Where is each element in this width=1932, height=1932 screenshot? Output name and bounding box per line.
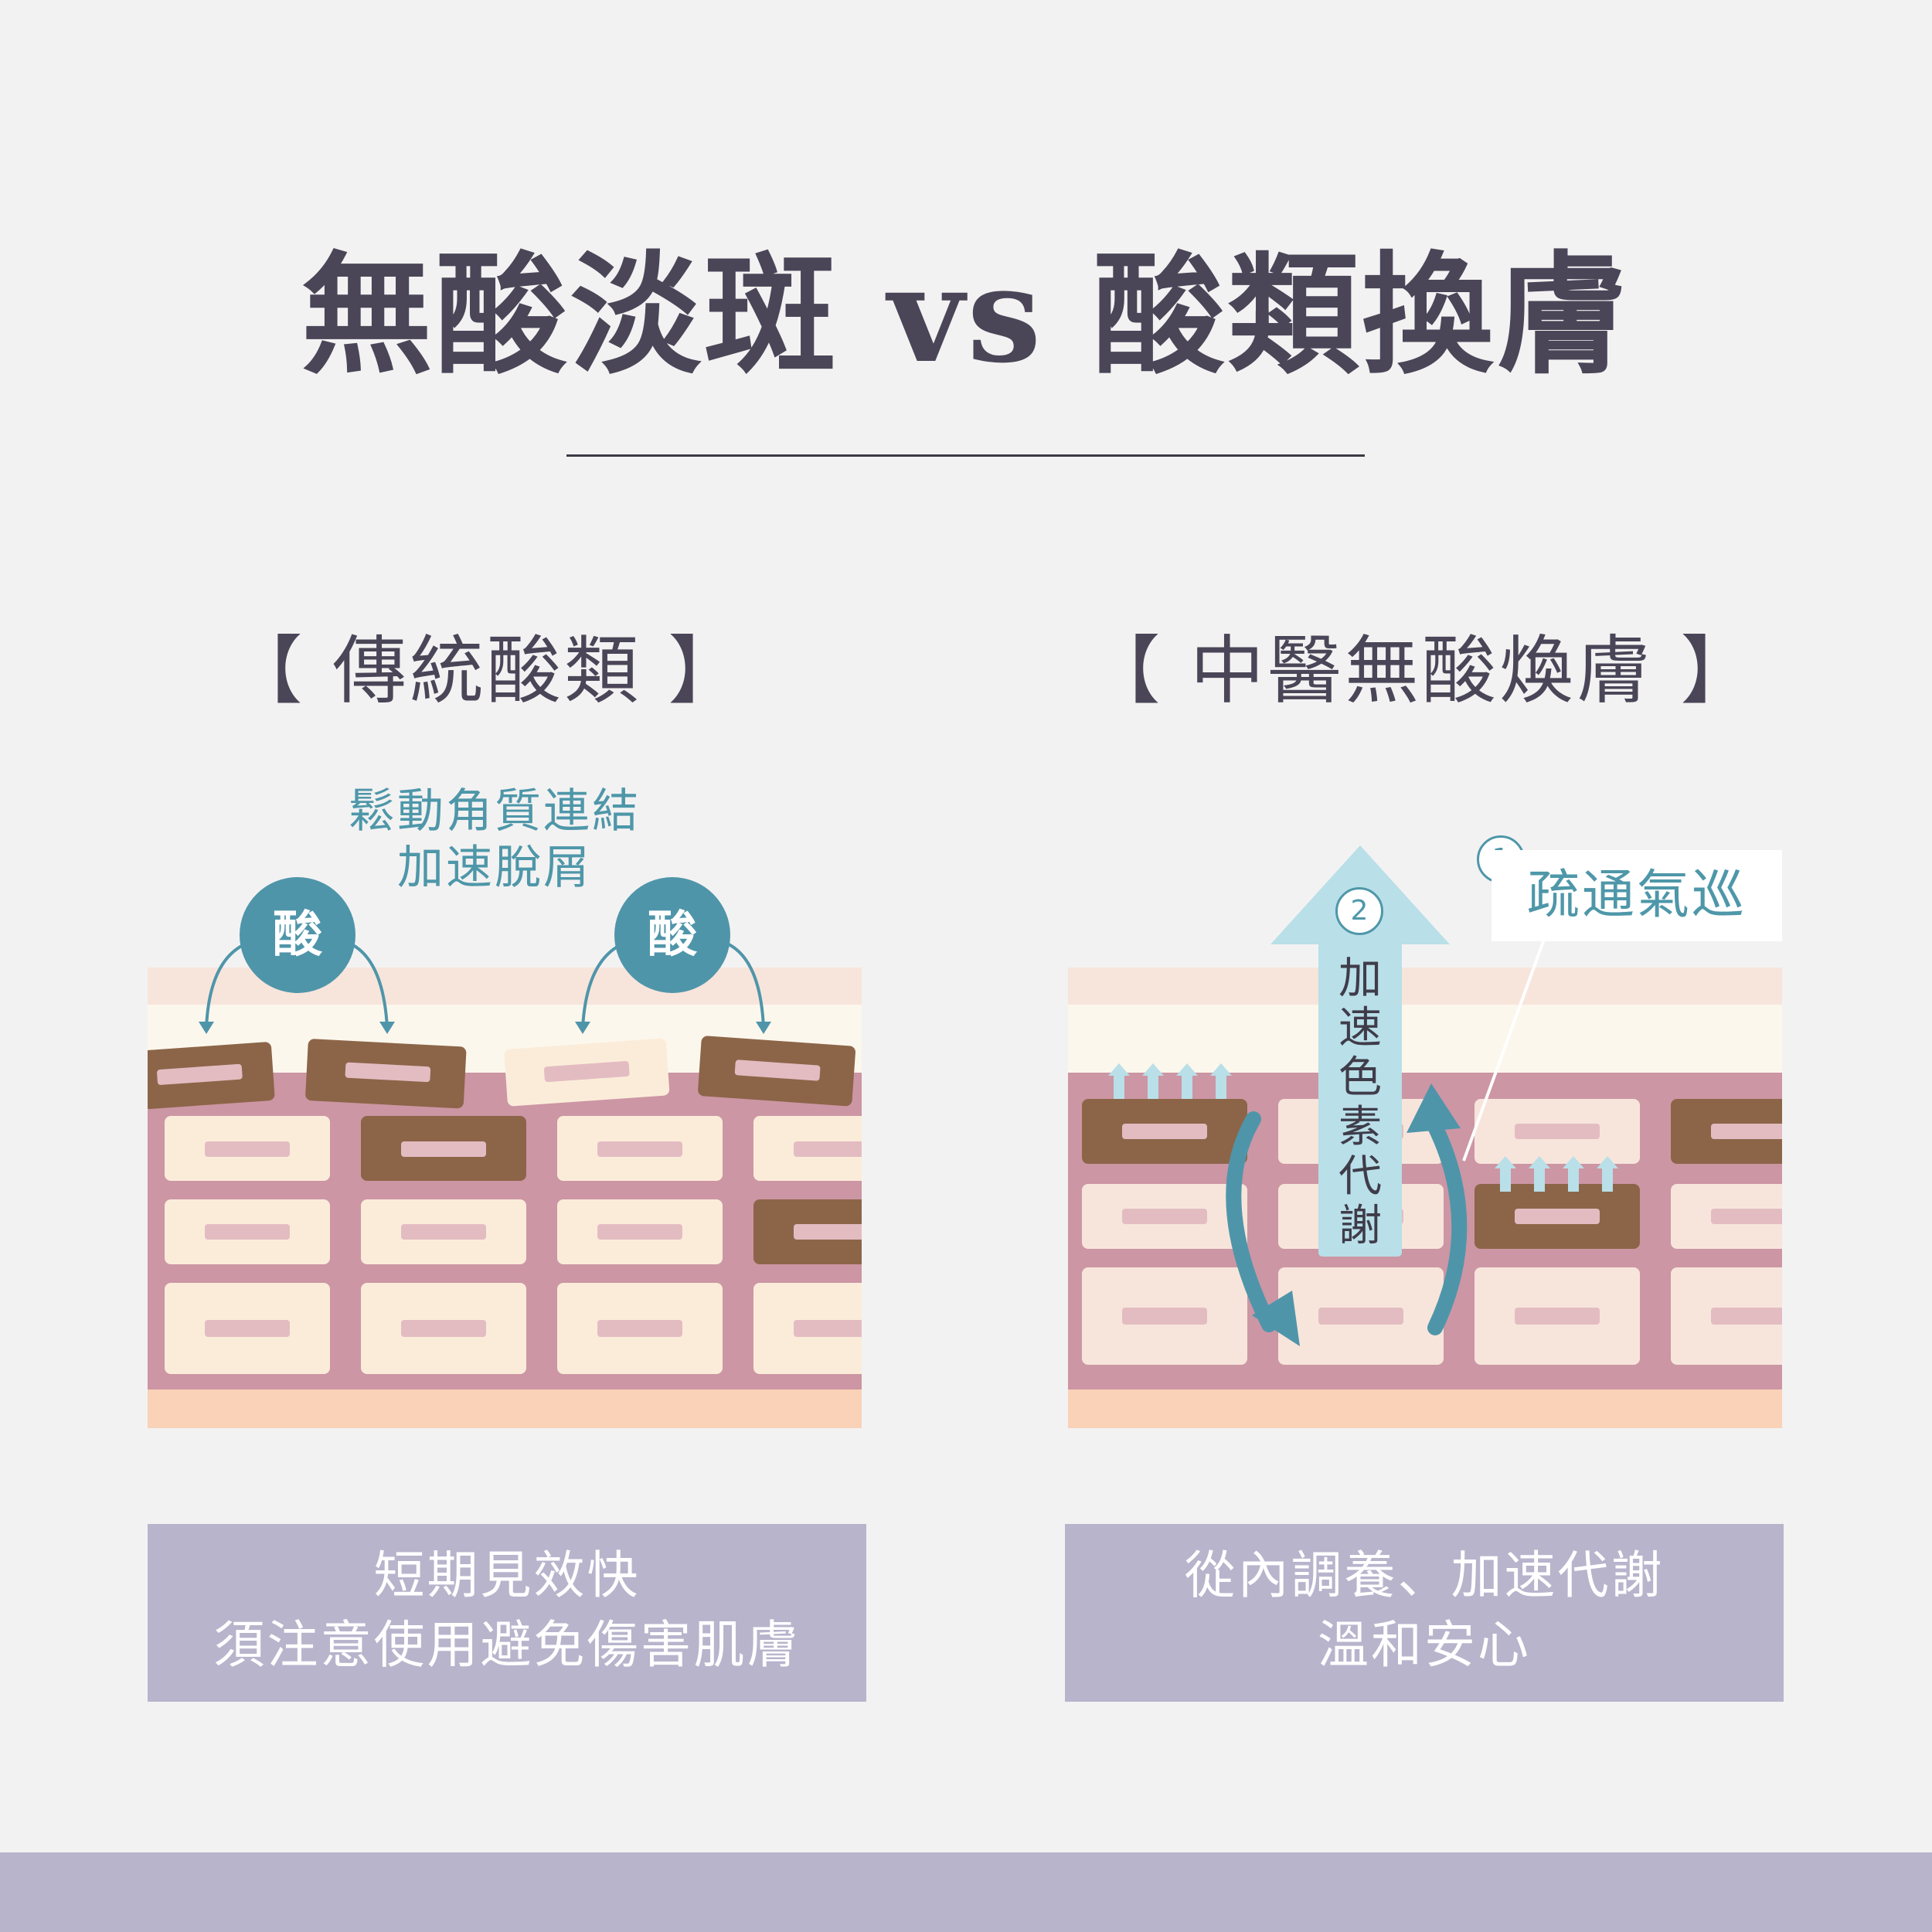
summary-traditional-line1: 短期見效快 [373,1546,641,1605]
pointer-line [1462,935,1547,1162]
summary-tcm-line2: 溫和安心 [1318,1615,1531,1675]
step-1-label: 疏通氣巡 [1492,850,1782,941]
upward-arrow-icon [1270,845,1450,1257]
cell-row-3 [165,1283,862,1374]
summary-traditional: 短期見效快 須注意使用避免傷害肌膚 [148,1524,866,1702]
skin-diagram-traditional [148,968,862,1428]
acid-badge-1: 酸 [240,877,355,993]
caption-accelerate-shedding: 加速脫屑 [397,841,592,895]
cell-row-2 [165,1199,862,1264]
step-2-marker: 2 [1335,887,1383,935]
title-divider [566,454,1365,457]
footer-bar [0,1852,1932,1932]
circular-arrow-icon [1226,1083,1468,1346]
cell-row-3 [1082,1267,1782,1365]
page-title: 無酸淡斑 vs 酸類換膚 [301,238,1631,393]
cell-row-1 [165,1116,862,1181]
curved-arrow-icon [199,941,771,1034]
summary-tcm-line1: 從內調養、加速代謝 [1184,1546,1665,1605]
caption-loosen-keratin: 鬆動角質連結 [349,784,641,838]
skin-layers-traditional [148,968,862,1428]
summary-traditional-line2: 須注意使用避免傷害肌膚 [213,1615,801,1675]
acid-badge-2: 酸 [614,877,730,993]
loosened-cells [148,1036,855,1109]
heading-traditional-acid: 【 傳統酸類 】 [228,628,746,714]
heading-tcm-acid-free: 【 中醫無酸煥膚 】 [1086,628,1758,714]
summary-tcm: 從內調養、加速代謝 溫和安心 [1065,1524,1784,1702]
small-up-arrow-icon [1108,1063,1618,1192]
step-2-label: 加速色素代謝 [1338,954,1382,1251]
